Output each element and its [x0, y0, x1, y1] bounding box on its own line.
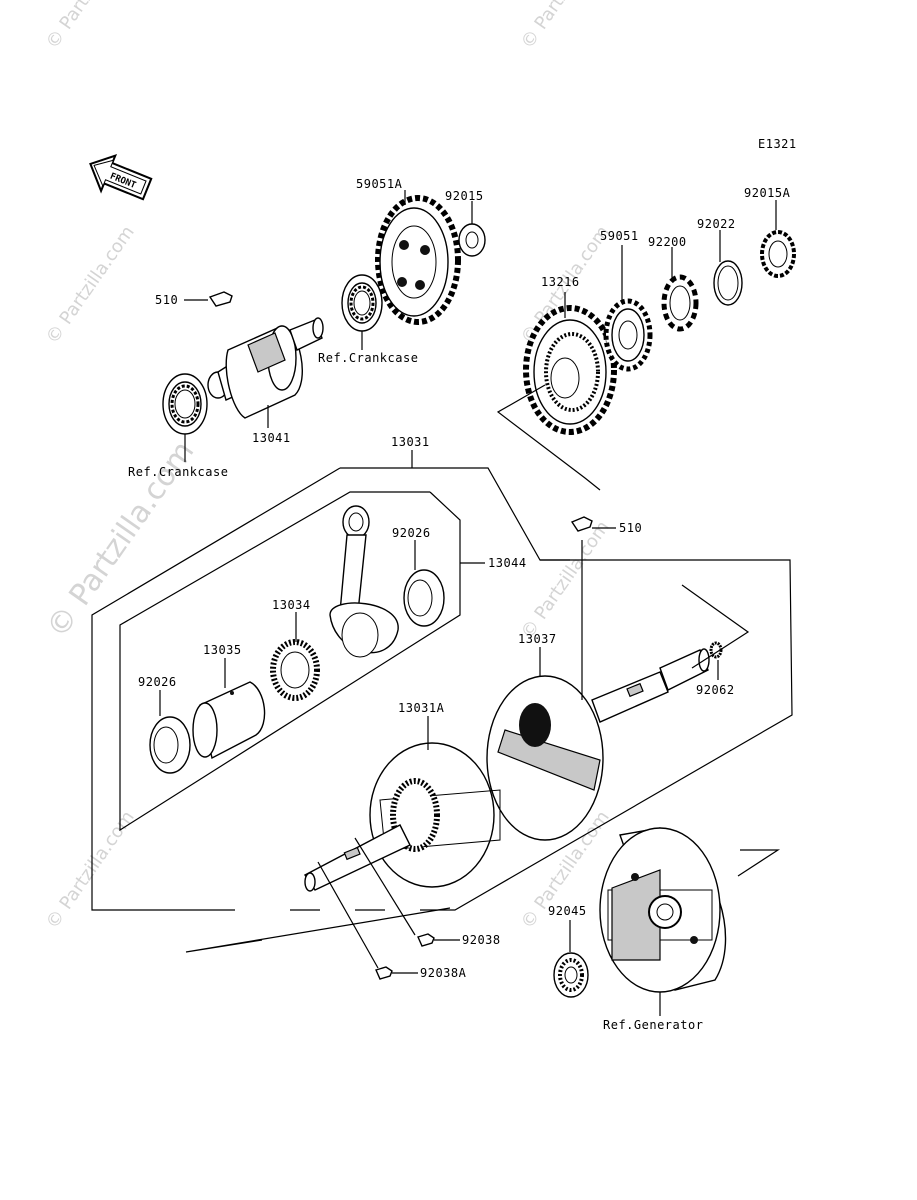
- part-label-92045: 92045: [548, 904, 587, 918]
- part-label-13037: 13037: [518, 632, 557, 646]
- part-label-92038A: 92038A: [420, 966, 467, 980]
- part-label-92015A: 92015A: [744, 186, 791, 200]
- watermark-small: © Partzilla.com: [517, 517, 614, 643]
- washer-92200-part: [661, 274, 699, 332]
- part-label-13031: 13031: [391, 435, 430, 449]
- part-label-59051: 59051: [600, 229, 639, 243]
- washer-92026-upper-part: [403, 569, 445, 627]
- key-92038-part: [417, 933, 435, 947]
- diagram-code: E1321: [758, 137, 797, 151]
- gear-59051-part: [603, 298, 653, 372]
- part-label-92026-upper: 92026: [392, 526, 431, 540]
- ring-92022-part: [713, 260, 743, 306]
- balancer-shaft-part: [207, 317, 324, 419]
- part-label-92062: 92062: [696, 683, 735, 697]
- part-label-13044: 13044: [488, 556, 527, 570]
- crankshaft-right-part: [486, 648, 710, 841]
- bearing-right-part: [341, 274, 383, 332]
- key-92038A-part: [375, 966, 393, 980]
- generator-rotor-part: [599, 827, 727, 993]
- part-label-59051A: 59051A: [356, 177, 403, 191]
- part-label-92200: 92200: [648, 235, 687, 249]
- ref-crankcase-upper: Ref.Crankcase: [318, 351, 418, 365]
- bearing-left-part: [162, 373, 208, 435]
- part-label-510-upper: 510: [155, 293, 178, 307]
- part-label-92022: 92022: [697, 217, 736, 231]
- part-label-13035: 13035: [203, 643, 242, 657]
- ref-crankcase-lower: Ref.Crankcase: [128, 465, 228, 479]
- part-label-92026-lower: 92026: [138, 675, 177, 689]
- watermark-small: © Partzilla.com: [42, 807, 139, 933]
- watermark-small: © Partzilla.com: [42, 0, 139, 53]
- nut-92015A-part: [760, 230, 796, 278]
- key-510-right-part: [570, 516, 593, 532]
- front-arrow-icon: FRONT: [89, 154, 153, 201]
- gear-13216-part: [523, 305, 617, 435]
- crankshaft-left-part: [303, 742, 501, 892]
- bearing-92045-part: [553, 952, 589, 998]
- part-label-13216: 13216: [541, 275, 580, 289]
- needle-bearing-part: [270, 639, 320, 701]
- part-label-13031A: 13031A: [398, 701, 445, 715]
- gear-59051A-part: [375, 195, 461, 325]
- key-510-part: [208, 291, 233, 307]
- part-label-92015: 92015: [445, 189, 484, 203]
- nut-92015-part: [458, 223, 486, 257]
- part-label-13041: 13041: [252, 431, 291, 445]
- washer-92026-lower-part: [149, 716, 191, 774]
- part-label-92038: 92038: [462, 933, 501, 947]
- crank-pin-part: [192, 681, 266, 760]
- connecting-rod-part: [329, 505, 399, 658]
- part-label-13034: 13034: [272, 598, 311, 612]
- ref-generator: Ref.Generator: [603, 1018, 703, 1032]
- watermark-small: © Partzilla.com: [517, 0, 614, 53]
- watermark-small: © Partzilla.com: [42, 222, 139, 348]
- part-label-510-lower: 510: [619, 521, 642, 535]
